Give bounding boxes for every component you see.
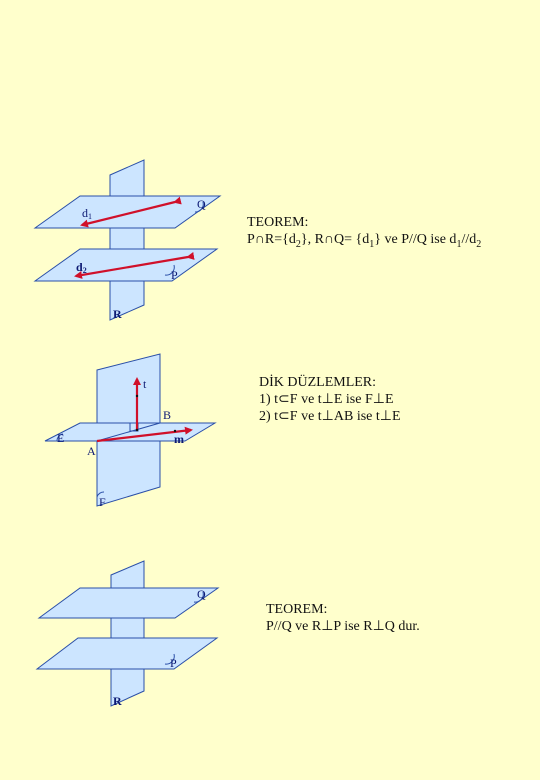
plane-f-bottom (96, 440, 161, 507)
label-plane-q: Q (197, 587, 206, 601)
label-plane-r: R (113, 307, 122, 321)
label-a: A (87, 444, 96, 458)
line-d1 (80, 196, 182, 228)
perpendicular-planes-rule-2: 2) t⊂F ve t⊥AB ise t⊥E (259, 409, 401, 424)
figure-perpendicular-parallel: Q P R (35, 560, 220, 708)
theorem-3-block: TEOREM: P//Q ve R⊥P ise R⊥Q dur. (266, 601, 420, 635)
perpendicular-planes-rule-1: 1) t⊂F ve t⊥E ise F⊥E (259, 392, 394, 407)
line-d2 (74, 252, 195, 279)
label-t: t (143, 377, 147, 391)
label-plane-p: P (170, 656, 177, 670)
label-d2: d2 (76, 260, 87, 275)
theorem-1-block: TEOREM: P∩R={d2}, R∩Q= {d1} ve P//Q ise … (247, 214, 481, 253)
plane-r-bottom (109, 280, 145, 321)
perpendicular-planes-block: DİK DÜZLEMLER: 1) t⊂F ve t⊥E ise F⊥E 2) … (259, 374, 401, 425)
plane-p (35, 637, 219, 670)
theorem-3-title: TEOREM: (266, 602, 328, 617)
plane-r-bottom (110, 668, 145, 707)
theorem-1-title: TEOREM: (247, 215, 309, 230)
label-e: E (57, 431, 64, 445)
label-plane-r: R (113, 694, 122, 708)
theorem-3-statement: P//Q ve R⊥P ise R⊥Q dur. (266, 619, 420, 634)
label-d1: d1 (82, 206, 92, 221)
label-f: F (99, 495, 106, 509)
figure-perpendicular-planes: t B E A m F (44, 353, 217, 509)
plane-q (37, 587, 220, 619)
theorem-1-statement: P∩R={d2}, R∩Q= {d1} ve P//Q ise d1//d2 (247, 232, 482, 250)
label-b: B (163, 408, 171, 422)
label-m: m (174, 432, 184, 446)
perpendicular-planes-title: DİK DÜZLEMLER: (259, 375, 377, 390)
label-plane-p: P (171, 268, 178, 282)
label-plane-q: Q (197, 197, 206, 211)
plane-q (33, 195, 222, 229)
figure-parallel-planes: Q P R d1 d2 (33, 159, 222, 321)
plane-p (33, 248, 219, 282)
